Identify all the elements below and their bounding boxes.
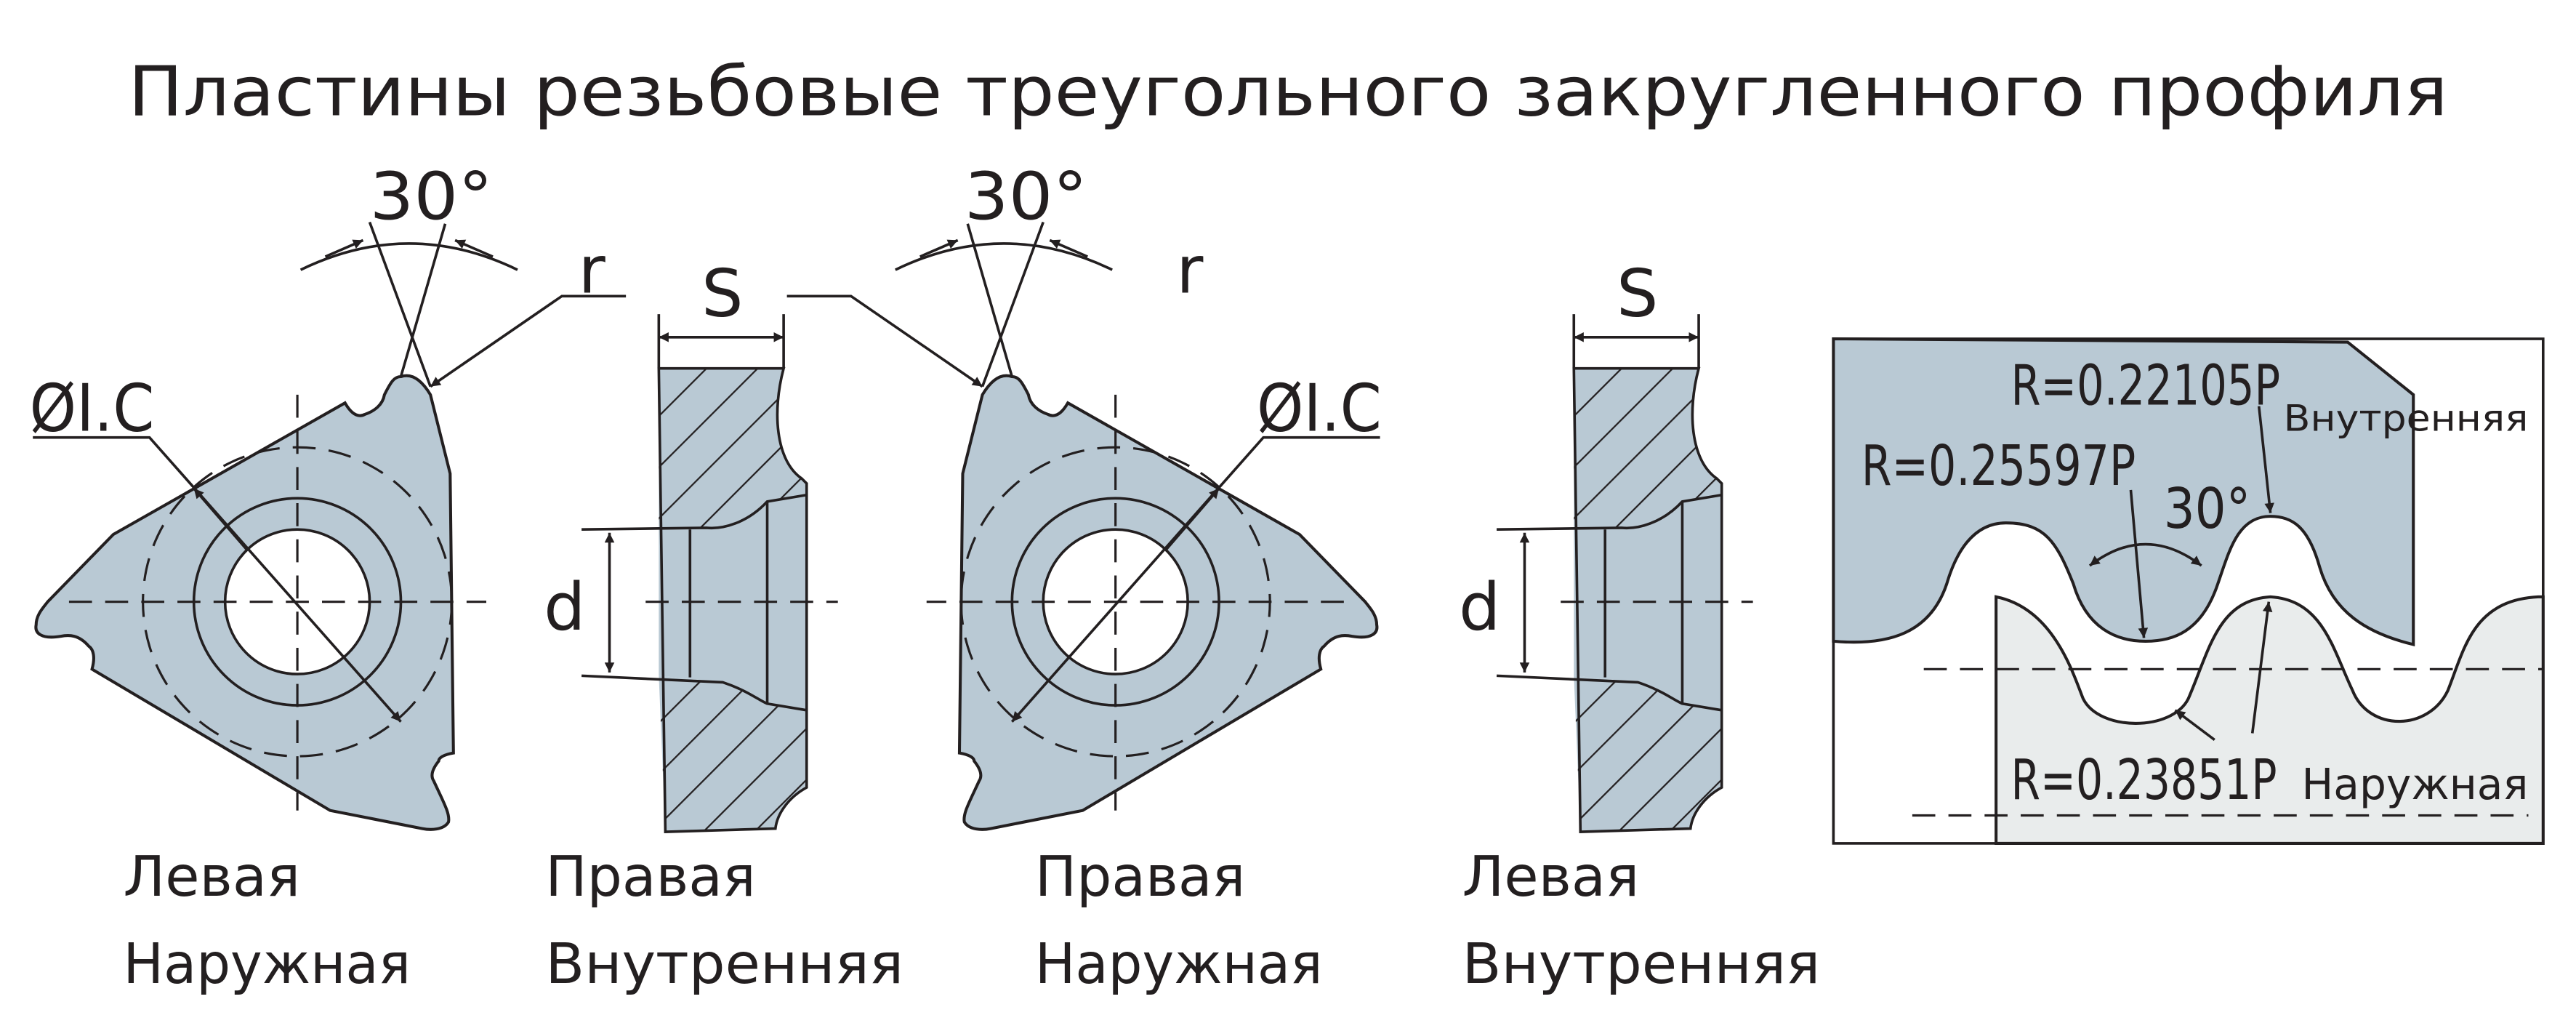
hand-label: Левая [1462,845,1640,910]
diameter-label: ØI.C [1257,371,1382,447]
diameter-label: ØI.C [30,371,155,447]
thread-profile-panel: R=0.22105P Внутренняя R=0.25597P 30° R=0… [1832,337,2545,845]
external-thread-body [1995,595,2545,845]
hand-label: Левая [124,845,301,910]
page-title: Пластины резьбовые треугольного закругле… [128,52,2447,132]
angle-label: 30° [370,159,494,235]
side-view-left-internal [1497,314,1753,832]
crest-radius-label: R=0.25597P [1861,434,2136,499]
thickness-label: S [701,255,743,332]
hand-label: Правая [1035,845,1245,910]
type-label: Внутренняя [1462,932,1821,997]
internal-label: Внутренняя [2284,398,2529,440]
insert-left-external [33,222,626,830]
hand-label: Правая [545,845,755,910]
side-view-right-internal [581,314,838,832]
radius-label: r [1176,233,1204,309]
external-label: Наружная [2302,759,2529,809]
hole-label: d [544,569,585,646]
angle-label: 30° [965,159,1088,235]
type-label: Наружная [1035,932,1323,997]
thickness-label: S [1617,255,1658,332]
type-label: Наружная [124,932,411,997]
internal-radius-label: R=0.22105P [2011,353,2280,418]
internal-thread-body [1832,337,2415,647]
insert-right-external [787,222,1380,830]
radius-label: r [579,233,606,309]
external-radius-label: R=0.23851P [2011,748,2277,813]
type-label: Внутренняя [545,932,903,997]
hole-label: d [1459,569,1500,646]
profile-angle-label: 30° [2164,477,2251,542]
